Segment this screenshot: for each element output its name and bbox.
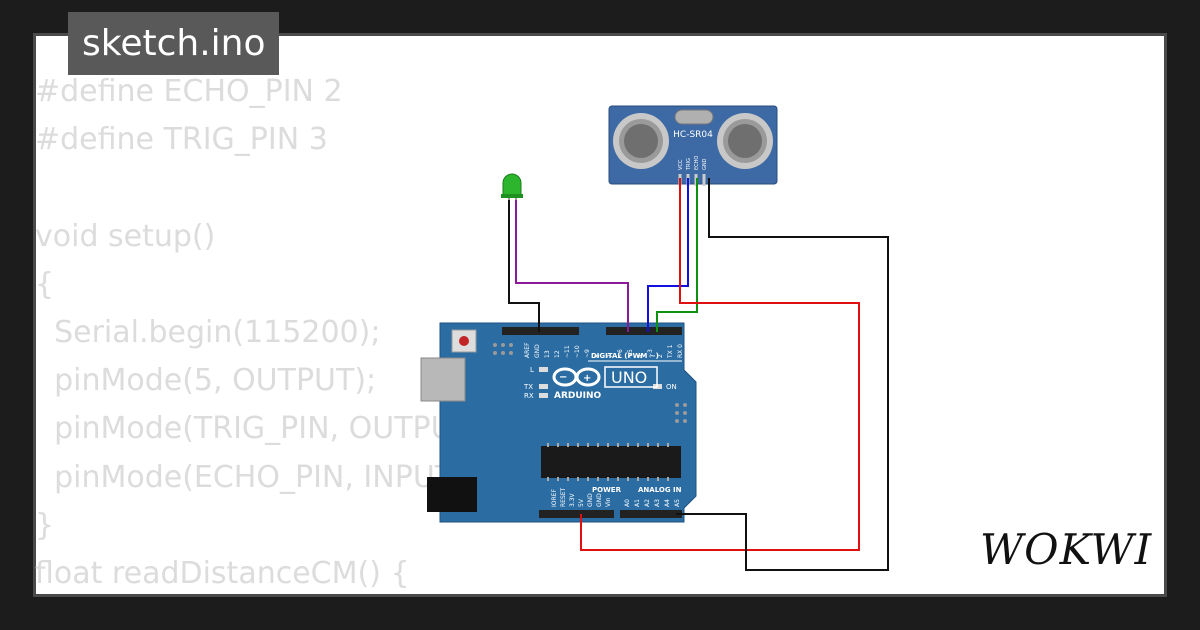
ultrasonic-sensor[interactable]: HC-SR04 VCC TRIG ECHO GND	[608, 105, 778, 186]
pin-label: 8	[594, 354, 601, 358]
wires	[508, 178, 889, 571]
pin-label: 12	[554, 350, 561, 358]
microcontroller-chip	[541, 446, 681, 478]
wokwi-logo-text: WOKWI	[980, 525, 1153, 574]
analog-header-label: ANALOG IN	[638, 486, 682, 494]
sensor-transducer-left-icon	[613, 113, 669, 169]
wire-echo-to-pin2[interactable]	[656, 178, 698, 332]
sensor-pin-label: TRIG	[686, 158, 692, 171]
pin-label: ~11	[564, 345, 571, 358]
pin-label: A5	[674, 499, 681, 507]
pin-label: A1	[634, 499, 641, 507]
pin-label: A2	[644, 499, 651, 507]
wire-led-to-gnd[interactable]	[508, 200, 540, 332]
pin-label: TX 1	[667, 344, 674, 359]
pin-label: AREF	[524, 342, 531, 358]
pin-label: GND	[596, 493, 603, 507]
code-line: float readDistanceCM() {	[35, 555, 410, 591]
svg-text:+: +	[583, 373, 591, 384]
pin-label: 5V	[578, 498, 585, 507]
arduino-uno-board[interactable]: AREF GND 13 12 ~11 ~10 ~9 8 7 ~6 ~5 4 ~3…	[420, 322, 697, 523]
power-header-label: POWER	[592, 486, 622, 494]
arduino-logo-icon	[552, 367, 601, 387]
pin-label: RESET	[560, 487, 567, 507]
pin-label: A3	[654, 499, 661, 507]
code-line: pinMode(5, OUTPUT);	[35, 363, 377, 399]
pin-label: 13	[544, 350, 551, 358]
led-l-label: L	[530, 366, 534, 374]
led-rx-label: RX	[524, 392, 534, 400]
wire-led-to-pin5[interactable]	[515, 200, 629, 332]
usb-connector	[420, 357, 466, 402]
wire-gnd-to-gnd[interactable]	[676, 178, 889, 571]
power-jack	[427, 477, 477, 512]
code-line: }	[35, 507, 55, 543]
wire-trig-to-pin3[interactable]	[647, 178, 689, 332]
digital-header-label: DIGITAL (PWM ~)	[591, 352, 659, 360]
code-line: #define ECHO_PIN 2	[35, 74, 343, 109]
svg-text:−: −	[559, 372, 567, 383]
code-line: pinMode(TRIG_PIN, OUTPUT);	[35, 411, 493, 447]
file-title: sketch.ino	[68, 12, 280, 75]
pin-label: 7	[607, 354, 614, 358]
code-line: void setup()	[35, 218, 216, 254]
pin-label: 3.3V	[569, 492, 576, 507]
sensor-transducer-right-icon	[717, 113, 773, 169]
wire-vcc-to-5v[interactable]	[580, 178, 860, 551]
led-tx-label: TX	[523, 383, 533, 391]
code-line: #define TRIG_PIN 3	[35, 122, 328, 158]
pin-label: 2	[657, 354, 664, 358]
board-model: UNO	[611, 368, 647, 387]
sensor-pin-label: ECHO	[694, 156, 700, 170]
pin-label: ~5	[627, 349, 634, 358]
pin-label: ~3	[647, 349, 654, 358]
wokwi-logo: WOKWI	[980, 525, 1153, 574]
pin-label: ~9	[584, 349, 591, 358]
pin-label: IOREF	[551, 489, 558, 507]
pin-label: A4	[664, 499, 671, 507]
code-line: Serial.begin(115200);	[35, 314, 381, 350]
pin-label: A0	[624, 499, 631, 507]
sensor-pin-label: GND	[702, 158, 708, 170]
board-brand: ARDUINO	[554, 391, 602, 401]
led-on-label: ON	[666, 383, 677, 391]
pin-label: ~6	[617, 349, 624, 358]
pin-label: RX 0	[677, 344, 684, 358]
pin-label: ~10	[574, 345, 581, 358]
code-editor: #define ECHO_PIN 2 #define TRIG_PIN 3 void…	[35, 68, 493, 598]
pin-label: 4	[637, 354, 644, 358]
green-led[interactable]	[501, 173, 523, 210]
sensor-label: HC-SR04	[673, 130, 713, 140]
pin-label: Vin	[605, 497, 612, 507]
code-line: {	[35, 266, 55, 302]
sensor-pin-label: VCC	[678, 159, 684, 170]
pin-label: GND	[534, 344, 541, 358]
pin-label: GND	[587, 493, 594, 507]
